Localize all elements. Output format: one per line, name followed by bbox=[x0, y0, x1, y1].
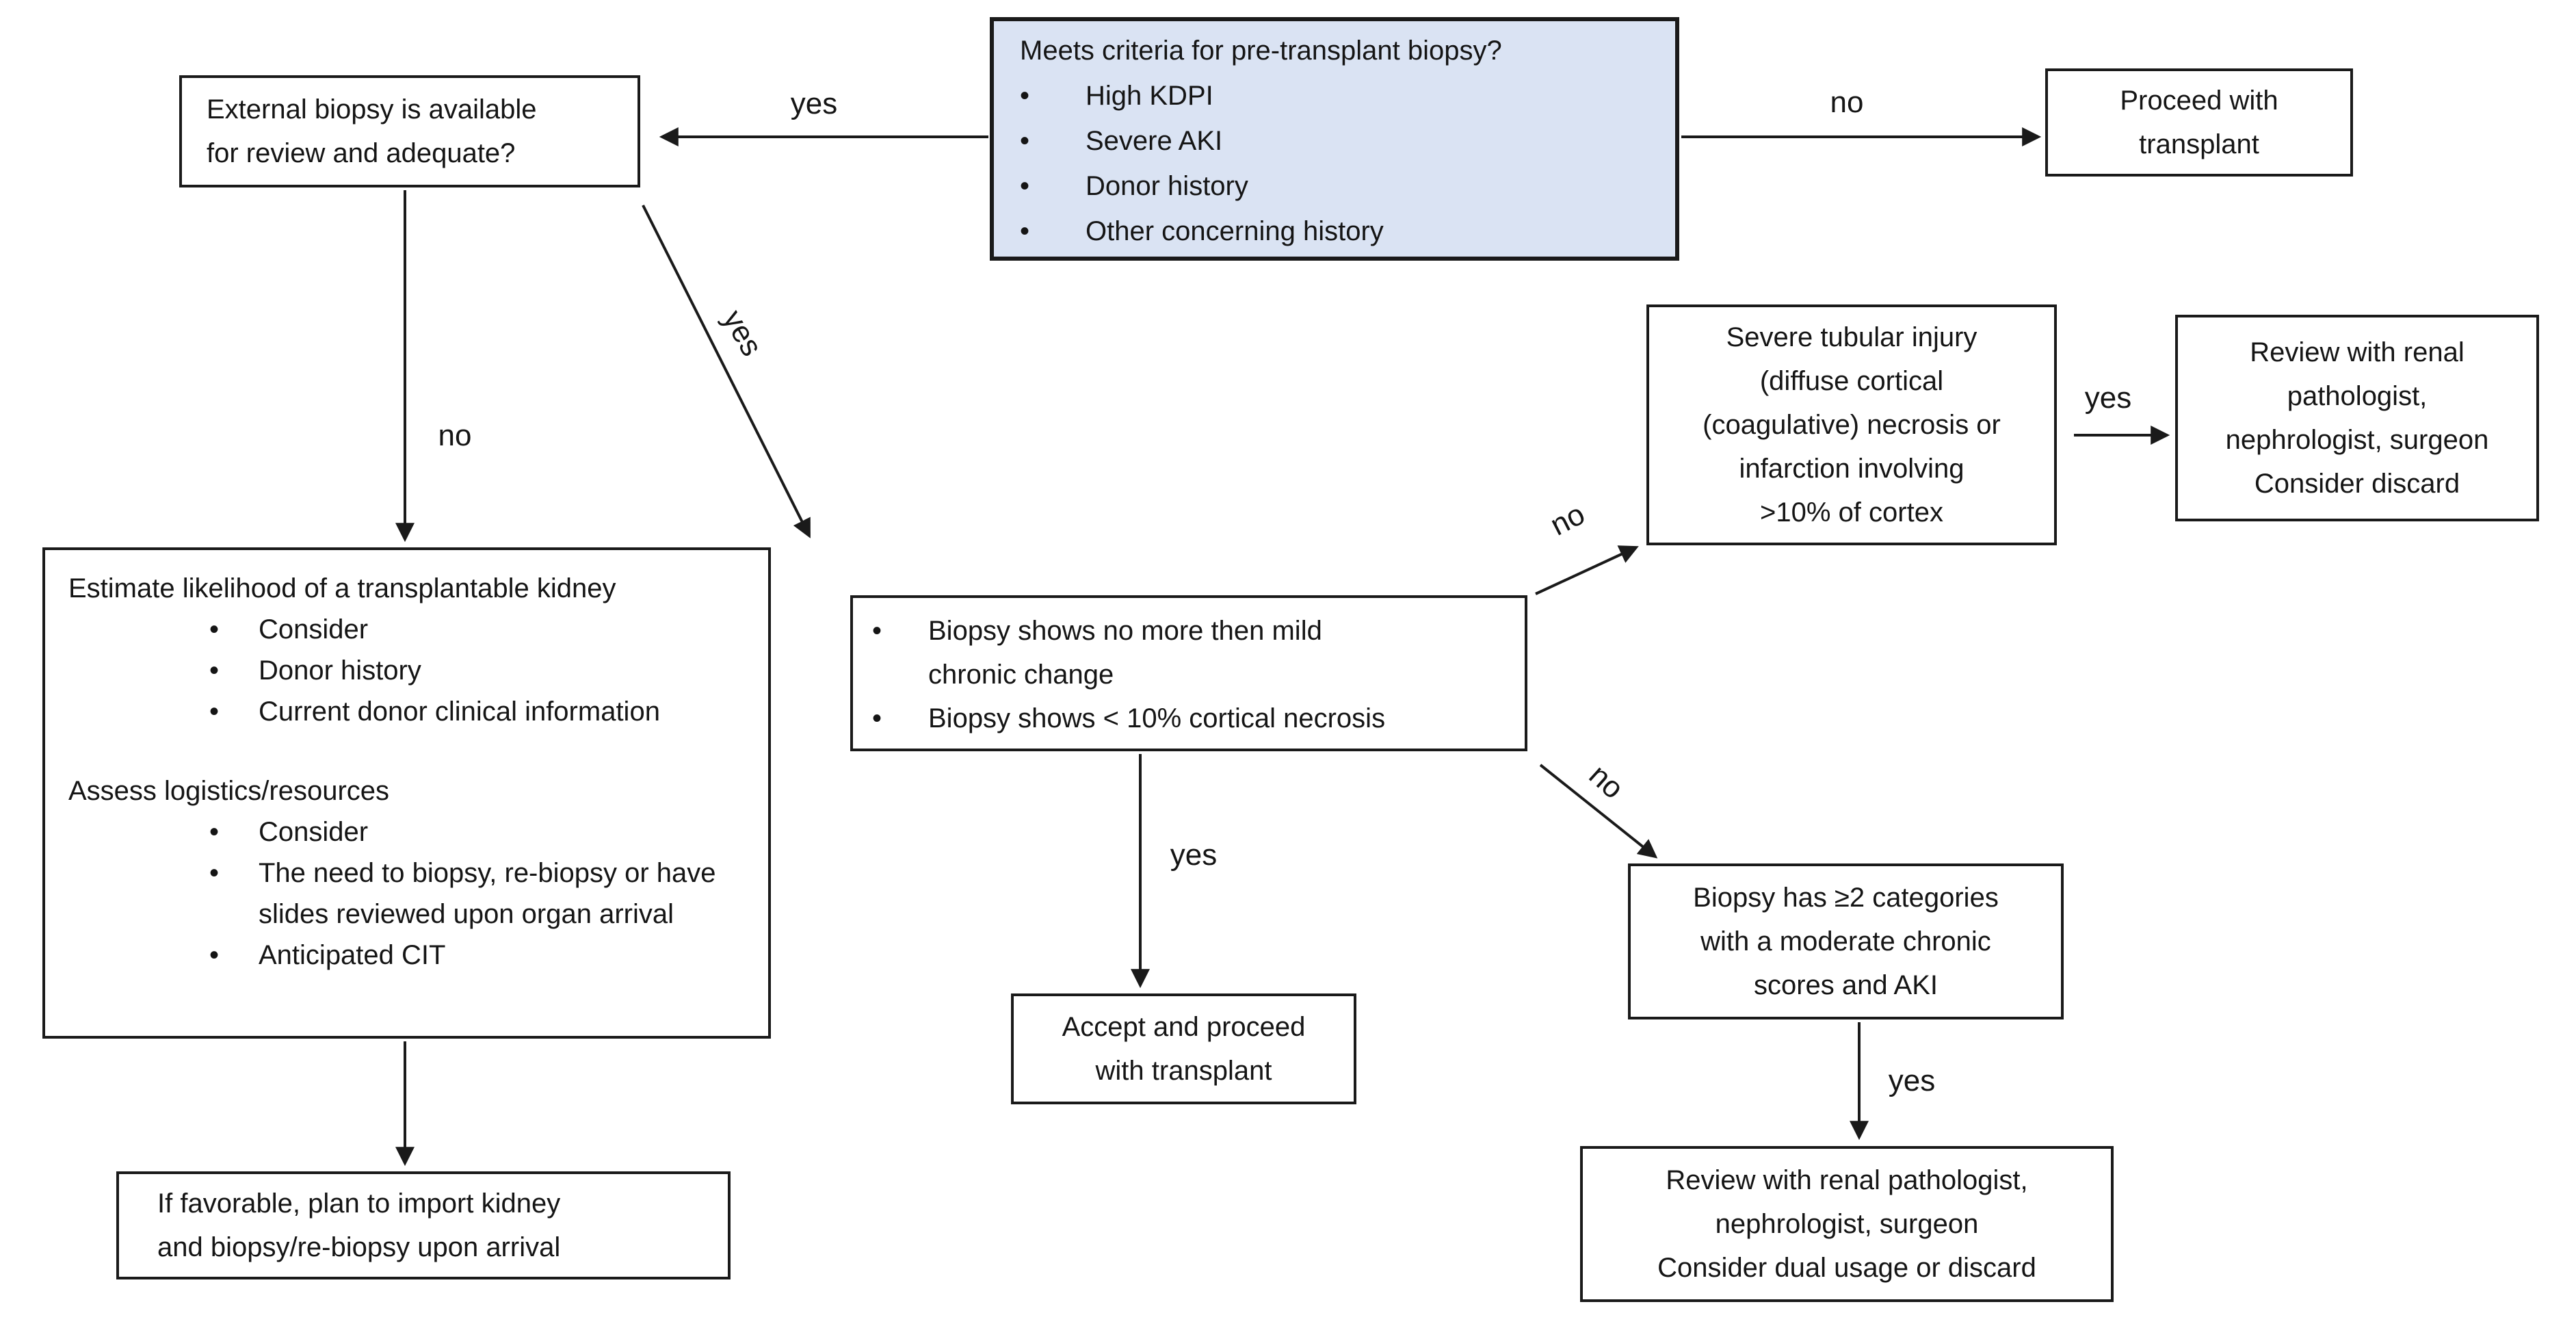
list-item: • Biopsy shows no more then mild chronic… bbox=[872, 609, 1518, 697]
node-import-kidney-text: If favorable, plan to import kidney and … bbox=[157, 1188, 561, 1262]
edge-label-criteria-to-external: yes bbox=[790, 87, 838, 120]
node-biopsy-categories-text: Biopsy has ≥2 categories with a moderate… bbox=[1693, 883, 1999, 1000]
node-accept-transplant-text: Accept and proceed with transplant bbox=[1062, 1012, 1306, 1086]
list-item: • High KDPI bbox=[1020, 73, 1661, 118]
bullet-icon: • bbox=[1020, 126, 1030, 156]
list-item: • Severe AKI bbox=[1020, 118, 1661, 164]
node-proceed-transplant-text: Proceed with transplant bbox=[2120, 86, 2278, 159]
list-item: • Consider bbox=[68, 811, 759, 853]
node-estimate-heading-1: Estimate likelihood of a transplantable … bbox=[68, 573, 616, 603]
node-biopsy-findings: • Biopsy shows no more then mild chronic… bbox=[850, 595, 1527, 751]
arrow-findings-to-severe bbox=[1535, 545, 1639, 595]
bullet-icon: • bbox=[209, 655, 220, 686]
node-review-consider-discard: Review with renal pathologist, nephrolog… bbox=[2175, 315, 2539, 521]
bullet-icon: • bbox=[209, 697, 220, 727]
node-external-biopsy-text: External biopsy is available for review … bbox=[207, 94, 537, 168]
list-item: • The need to biopsy, re-biopsy or have … bbox=[68, 853, 759, 935]
list-item: • Anticipated CIT bbox=[68, 935, 759, 976]
edge-label-external-to-estimate: no bbox=[438, 419, 472, 452]
list-item: • Consider bbox=[68, 609, 759, 650]
list-item: • Biopsy shows < 10% cortical necrosis bbox=[872, 697, 1518, 740]
node-severe-tubular-injury: Severe tubular injury (diffuse cortical … bbox=[1646, 304, 2057, 545]
node-accept-transplant: Accept and proceed with transplant bbox=[1011, 993, 1356, 1104]
edge-label-criteria-to-proceed: no bbox=[1830, 86, 1864, 119]
bullet-icon: • bbox=[209, 940, 220, 970]
node-estimate-likelihood: Estimate likelihood of a transplantable … bbox=[42, 547, 771, 1039]
node-review-dual-usage-text: Review with renal pathologist, nephrolog… bbox=[1657, 1165, 2036, 1283]
list-item: • Current donor clinical information bbox=[68, 691, 759, 732]
bullet-icon: • bbox=[209, 614, 220, 645]
list-item: • Other concerning history bbox=[1020, 209, 1661, 254]
node-review-consider-discard-text: Review with renal pathologist, nephrolog… bbox=[2225, 337, 2489, 499]
bullet-icon: • bbox=[209, 817, 220, 847]
node-import-kidney: If favorable, plan to import kidney and … bbox=[116, 1171, 731, 1279]
node-estimate-heading-2: Assess logistics/resources bbox=[68, 776, 390, 806]
edge-label-findings-to-accept: yes bbox=[1170, 838, 1218, 872]
bullet-icon: • bbox=[1020, 216, 1030, 246]
node-review-dual-usage: Review with renal pathologist, nephrolog… bbox=[1580, 1146, 2114, 1302]
node-severe-tubular-injury-text: Severe tubular injury (diffuse cortical … bbox=[1703, 322, 2001, 528]
bullet-icon: • bbox=[209, 858, 220, 888]
bullet-icon: • bbox=[872, 703, 882, 733]
node-biopsy-categories: Biopsy has ≥2 categories with a moderate… bbox=[1628, 863, 2064, 1019]
edge-label-severe-to-review: yes bbox=[2084, 381, 2132, 415]
list-item: • Donor history bbox=[1020, 164, 1661, 209]
edge-label-categories-to-review: yes bbox=[1888, 1064, 1936, 1097]
arrow-findings-to-categories bbox=[1539, 764, 1658, 859]
list-item: • Donor history bbox=[68, 650, 759, 691]
node-external-biopsy: External biopsy is available for review … bbox=[179, 75, 640, 187]
bullet-icon: • bbox=[1020, 171, 1030, 201]
arrow-external-to-findings bbox=[642, 205, 811, 538]
bullet-icon: • bbox=[1020, 81, 1030, 111]
node-meets-criteria: Meets criteria for pre-transplant biopsy… bbox=[990, 17, 1679, 261]
bullet-icon: • bbox=[872, 616, 882, 646]
node-proceed-transplant: Proceed with transplant bbox=[2045, 68, 2353, 177]
spacer bbox=[68, 732, 759, 770]
node-meets-criteria-title: Meets criteria for pre-transplant biopsy… bbox=[1020, 36, 1502, 66]
